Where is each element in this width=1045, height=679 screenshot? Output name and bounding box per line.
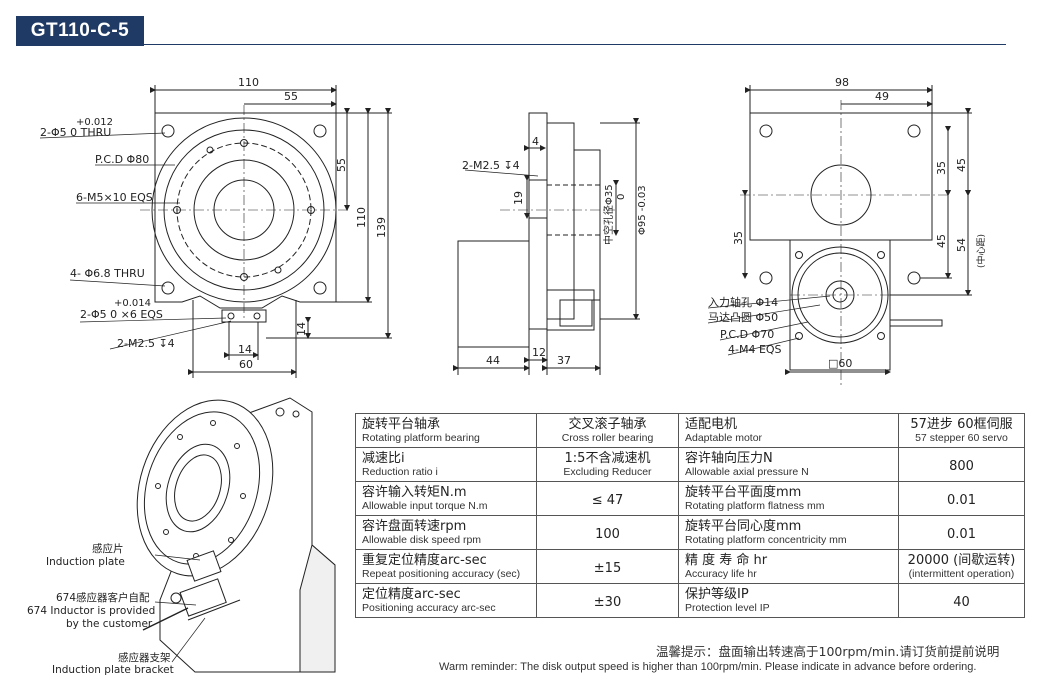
front-view-labels: 110 55 +0.012 2-Φ5 0 THRU P.C.D Φ80 6-M5…	[40, 76, 388, 371]
svg-text:(中心距): (中心距)	[975, 234, 987, 268]
spec-value: 0.01	[898, 481, 1025, 516]
svg-text:19: 19	[512, 191, 525, 205]
svg-text:139: 139	[375, 217, 388, 238]
svg-text:0: 0	[616, 194, 627, 200]
svg-text:4-M4 EQS: 4-M4 EQS	[728, 343, 782, 356]
spec-value: ≤ 47	[536, 481, 679, 516]
svg-text:45: 45	[935, 234, 948, 248]
svg-text:2-M2.5 ↧4: 2-M2.5 ↧4	[117, 337, 175, 350]
spec-value: 0.01	[898, 515, 1025, 550]
spec-value: 20000 (间歇运转)(intermittent operation)	[898, 549, 1025, 584]
right-view-labels: 98 49 35 45 35 45 54 (中心距) 入力轴孔 Φ14 马达凸圆…	[708, 76, 987, 370]
svg-text:马达凸圆 Φ50: 马达凸圆 Φ50	[708, 311, 778, 324]
svg-text:Induction plate: Induction plate	[46, 556, 125, 568]
svg-text:14: 14	[238, 343, 252, 356]
svg-text:2-Φ5 0 THRU: 2-Φ5 0 THRU	[40, 126, 111, 139]
svg-text:4: 4	[532, 135, 539, 148]
svg-text:14: 14	[295, 322, 308, 336]
svg-text:P.C.D Φ70: P.C.D Φ70	[720, 328, 774, 341]
svg-text:Φ95 -0.03: Φ95 -0.03	[637, 185, 648, 235]
svg-text:P.C.D Φ80: P.C.D Φ80	[95, 153, 149, 166]
svg-text:37: 37	[557, 354, 571, 367]
spec-value: 800	[898, 447, 1025, 482]
svg-text:6-M5×10 EQS: 6-M5×10 EQS	[76, 191, 153, 204]
svg-text:674感应器客户自配: 674感应器客户自配	[56, 591, 150, 604]
side-view	[453, 112, 640, 375]
svg-text:12: 12	[532, 346, 546, 359]
svg-text:49: 49	[875, 90, 889, 103]
front-view	[39, 85, 392, 378]
svg-text:2-M2.5 ↧4: 2-M2.5 ↧4	[462, 159, 520, 172]
spec-value: 100	[536, 515, 679, 550]
svg-text:+0.014: +0.014	[114, 298, 151, 309]
svg-text:674 Inductor is provided: 674 Inductor is provided	[27, 605, 155, 617]
isometric-view	[136, 397, 336, 673]
side-view-labels: 4 2-M2.5 ↧4 19 中空孔径Φ35 0 Φ95 -0.03 44 12…	[462, 135, 648, 367]
svg-text:中空孔径Φ35: 中空孔径Φ35	[602, 184, 615, 245]
spec-value: 40	[898, 583, 1025, 618]
svg-text:55: 55	[335, 158, 348, 172]
svg-text:98: 98	[835, 76, 849, 89]
reminder-chinese: 温馨提示：盘面输出转速高于100rpm/min.请订货前提前说明	[656, 644, 1000, 659]
svg-text:感应器支架: 感应器支架	[118, 651, 171, 664]
model-title: GT110-C-5	[16, 16, 144, 46]
svg-text:45: 45	[955, 158, 968, 172]
isometric-labels: 感应片 Induction plate 674感应器客户自配 674 Induc…	[27, 542, 174, 676]
svg-text:4- Φ6.8 THRU: 4- Φ6.8 THRU	[70, 267, 145, 280]
svg-text:110: 110	[238, 76, 259, 89]
svg-text:感应片: 感应片	[92, 542, 124, 555]
svg-text:110: 110	[355, 207, 368, 228]
svg-text:55: 55	[284, 90, 298, 103]
svg-text:by the customer: by the customer	[66, 618, 153, 630]
svg-text:2-Φ5 0 ×6 EQS: 2-Φ5 0 ×6 EQS	[80, 308, 163, 321]
reminder-english: Warm reminder: The disk output speed is …	[439, 661, 977, 673]
svg-text:入力轴孔 Φ14: 入力轴孔 Φ14	[708, 295, 778, 309]
right-view	[707, 85, 972, 385]
svg-text:60: 60	[239, 358, 253, 371]
spec-value: ±30	[536, 583, 679, 618]
svg-text:54: 54	[955, 238, 968, 252]
svg-text:□60: □60	[828, 357, 852, 370]
svg-text:Induction plate bracket: Induction plate bracket	[52, 664, 174, 676]
svg-text:35: 35	[935, 161, 948, 175]
spec-value: ±15	[536, 549, 679, 584]
svg-text:44: 44	[486, 354, 500, 367]
svg-text:35: 35	[732, 231, 745, 245]
svg-text:+0.012: +0.012	[76, 117, 113, 128]
title-underline	[144, 44, 1006, 45]
